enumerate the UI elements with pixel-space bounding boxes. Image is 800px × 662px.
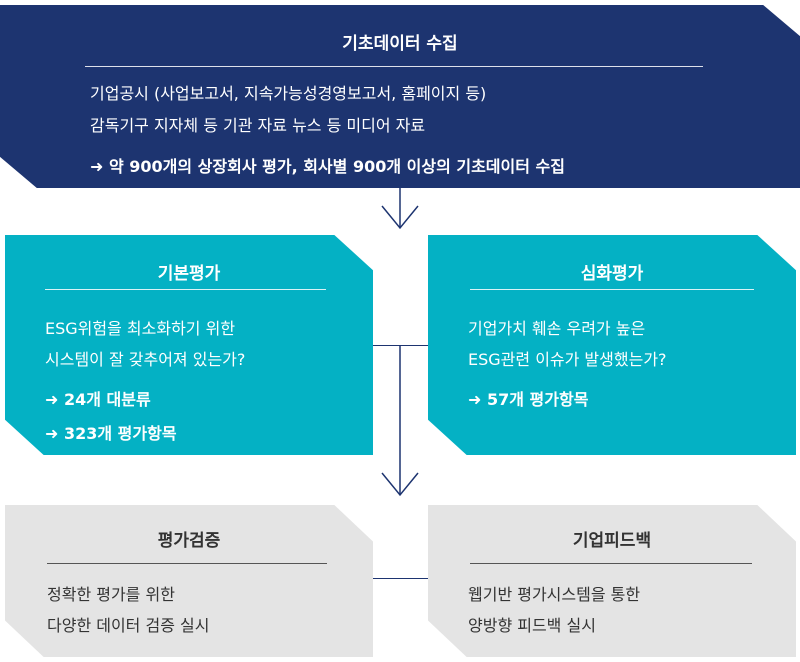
basic-evaluation-result-2: ➜ 323개 평가항목 [45, 424, 177, 443]
verification-line-2: 다양한 데이터 검증 실시 [47, 616, 210, 635]
verification-title: 평가검증 [157, 531, 221, 551]
data-collection-line-1: 기업공시 (사업보고서, 지속가능성경영보고서, 홈페이지 등) [90, 84, 487, 103]
basic-evaluation-result-1: ➜ 24개 대분류 [45, 390, 151, 409]
basic-evaluation-box: 기본평가 ESG위험을 최소화하기 위한 시스템이 잘 갖추어져 있는가? ➜ … [5, 235, 373, 455]
deep-evaluation-title: 심화평가 [580, 264, 644, 284]
deep-evaluation-divider [470, 289, 754, 290]
data-collection-title: 기초데이터 수집 [342, 34, 458, 54]
deep-evaluation-line-1: 기업가치 훼손 우려가 높은 [468, 319, 646, 338]
feedback-line-2: 양방향 피드백 실시 [468, 616, 596, 635]
data-collection-box: 기초데이터 수집 기업공시 (사업보고서, 지속가능성경영보고서, 홈페이지 등… [0, 5, 800, 188]
feedback-divider [470, 563, 752, 564]
down-arrow-icon [381, 188, 419, 230]
feedback-title: 기업피드백 [572, 531, 652, 551]
deep-evaluation-result-1: ➜ 57개 평가항목 [468, 390, 589, 409]
verification-box: 평가검증 정확한 평가를 위한 다양한 데이터 검증 실시 [5, 505, 373, 657]
verification-line-1: 정확한 평가를 위한 [47, 585, 175, 604]
basic-evaluation-line-1: ESG위험을 최소화하기 위한 [45, 319, 236, 338]
data-collection-result: ➜ 약 900개의 상장회사 평가, 회사별 900개 이상의 기초데이터 수집 [90, 157, 565, 176]
data-collection-line-2: 감독기구 지자체 등 기관 자료 뉴스 등 미디어 자료 [90, 116, 426, 135]
feedback-box: 기업피드백 웹기반 평가시스템을 통한 양방향 피드백 실시 [428, 505, 796, 657]
basic-evaluation-divider [45, 289, 326, 290]
basic-evaluation-line-2: 시스템이 잘 갖추어져 있는가? [45, 350, 246, 369]
feedback-line-1: 웹기반 평가시스템을 통한 [468, 585, 641, 604]
deep-evaluation-line-2: ESG관련 이슈가 발생했는가? [468, 350, 667, 369]
data-collection-divider [85, 66, 703, 67]
grey-connector-line [373, 578, 428, 579]
down-arrow-icon [381, 345, 419, 497]
deep-evaluation-box: 심화평가 기업가치 훼손 우려가 높은 ESG관련 이슈가 발생했는가? ➜ 5… [428, 235, 796, 455]
verification-divider [47, 563, 327, 564]
basic-evaluation-title: 기본평가 [157, 264, 221, 284]
